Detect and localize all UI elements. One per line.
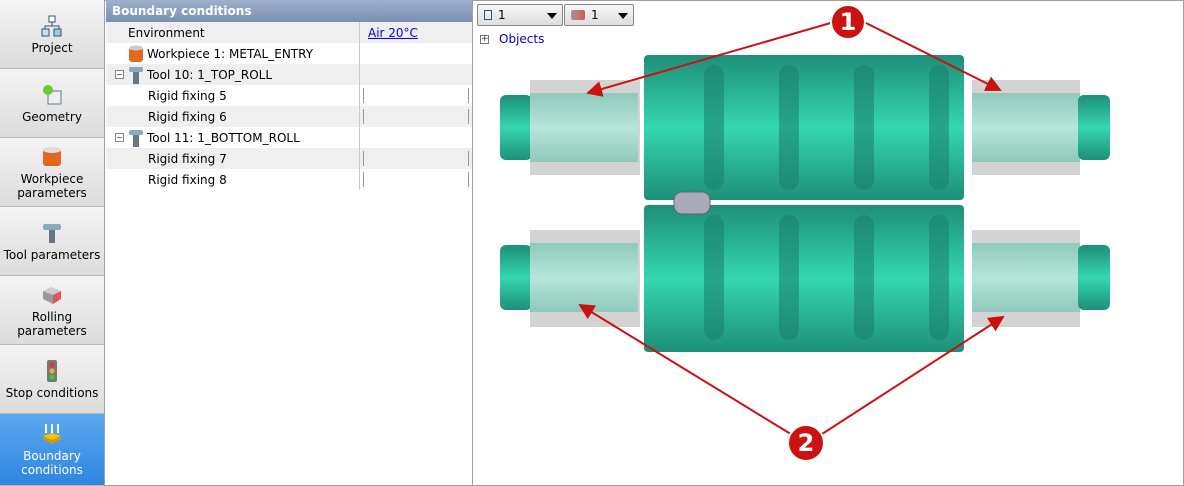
chevron-down-icon — [547, 13, 557, 19]
tool-icon — [43, 223, 61, 243]
tree-label: Rigid fixing 8 — [148, 172, 227, 187]
environment-link[interactable]: Air 20°C — [368, 25, 418, 40]
collapse-icon[interactable]: − — [115, 133, 124, 142]
sidebar-item-label: Workpiece parameters — [17, 171, 87, 200]
top-roll[interactable] — [500, 55, 1110, 200]
sidebar-item-project[interactable]: Project — [0, 0, 104, 69]
chevron-down-icon — [618, 13, 628, 19]
3d-viewport[interactable]: 1 2 1 1 + Objects — [474, 0, 1184, 486]
tree-row-environment[interactable]: Environment Air 20°C — [106, 22, 472, 43]
objects-label: Objects — [499, 32, 545, 46]
traffic-light-icon — [47, 359, 57, 382]
value-field[interactable] — [363, 88, 469, 103]
page-icon — [484, 10, 492, 20]
tree-label: Rigid fixing 5 — [148, 88, 227, 103]
value-field[interactable] — [363, 109, 469, 124]
geometry-icon — [43, 84, 62, 104]
tree-row-rigid-fixing-7[interactable]: Rigid fixing 7 — [106, 148, 472, 169]
boundary-icon — [43, 424, 61, 444]
tree-label: Tool 10: 1_TOP_ROLL — [147, 67, 273, 82]
tree-label: Rigid fixing 6 — [148, 109, 227, 124]
tool-icon — [129, 66, 143, 84]
workpiece-icon — [43, 146, 61, 166]
view-dropdown-2[interactable]: 1 — [564, 4, 634, 26]
bottom-roll[interactable] — [500, 205, 1110, 352]
rolling-icon — [43, 286, 61, 304]
callout-2: 2 — [787, 424, 825, 462]
value-field[interactable] — [363, 172, 469, 187]
tree-row-tool-11[interactable]: − Tool 11: 1_BOTTOM_ROLL — [106, 127, 472, 148]
tool-icon — [129, 129, 143, 147]
workpiece-shape[interactable] — [673, 191, 711, 215]
sidebar-item-geometry[interactable]: Geometry — [0, 69, 104, 138]
tree-label: Tool 11: 1_BOTTOM_ROLL — [147, 130, 300, 145]
objects-tree-node[interactable]: + Objects — [480, 32, 544, 46]
sidebar-item-label: Rolling parameters — [17, 309, 87, 338]
tree-label: Rigid fixing 7 — [148, 151, 227, 166]
sidebar-item-label: Geometry — [22, 109, 82, 124]
tree-row-rigid-fixing-6[interactable]: Rigid fixing 6 — [106, 106, 472, 127]
expand-icon[interactable]: + — [480, 33, 489, 44]
tree-row-tool-10[interactable]: − Tool 10: 1_TOP_ROLL — [106, 64, 472, 85]
tree-row-workpiece[interactable]: Workpiece 1: METAL_ENTRY — [106, 43, 472, 64]
value-field[interactable] — [363, 151, 469, 166]
rolls-scene — [500, 21, 1110, 437]
rolling-icon — [571, 10, 585, 20]
callout-1: 1 — [830, 4, 866, 40]
sidebar-item-label: Tool parameters — [3, 247, 101, 262]
tree-row-rigid-fixing-8[interactable]: Rigid fixing 8 — [106, 169, 472, 190]
sidebar-item-rolling-parameters[interactable]: Rolling parameters — [0, 276, 104, 345]
dropdown-value: 1 — [498, 8, 506, 22]
project-icon — [41, 15, 62, 36]
sidebar-item-label: Stop conditions — [5, 385, 99, 400]
tree-row-rigid-fixing-5[interactable]: Rigid fixing 5 — [106, 85, 472, 106]
sidebar: Project Geometry Workpiece parameters To… — [0, 0, 105, 486]
sidebar-item-boundary-conditions[interactable]: Boundary conditions — [0, 414, 104, 486]
sidebar-item-stop-conditions[interactable]: Stop conditions — [0, 345, 104, 414]
boundary-tree: Environment Air 20°C Workpiece 1: METAL_E… — [106, 22, 472, 190]
sidebar-item-tool-parameters[interactable]: Tool parameters — [0, 207, 104, 276]
sidebar-item-workpiece-parameters[interactable]: Workpiece parameters — [0, 138, 104, 207]
panel-title: Boundary conditions — [106, 0, 472, 22]
workpiece-icon — [129, 45, 143, 62]
tree-label: Workpiece 1: METAL_ENTRY — [147, 46, 314, 61]
callout-arrows — [578, 21, 1005, 437]
boundary-conditions-panel: Boundary conditions Environment Air 20°C … — [106, 0, 473, 486]
sidebar-item-label: Boundary conditions — [21, 449, 83, 477]
collapse-icon[interactable]: − — [115, 70, 124, 79]
sidebar-item-label: Project — [31, 40, 73, 55]
dropdown-value: 1 — [591, 8, 599, 22]
view-dropdown-1[interactable]: 1 — [477, 4, 563, 26]
tree-label: Environment — [128, 25, 205, 40]
